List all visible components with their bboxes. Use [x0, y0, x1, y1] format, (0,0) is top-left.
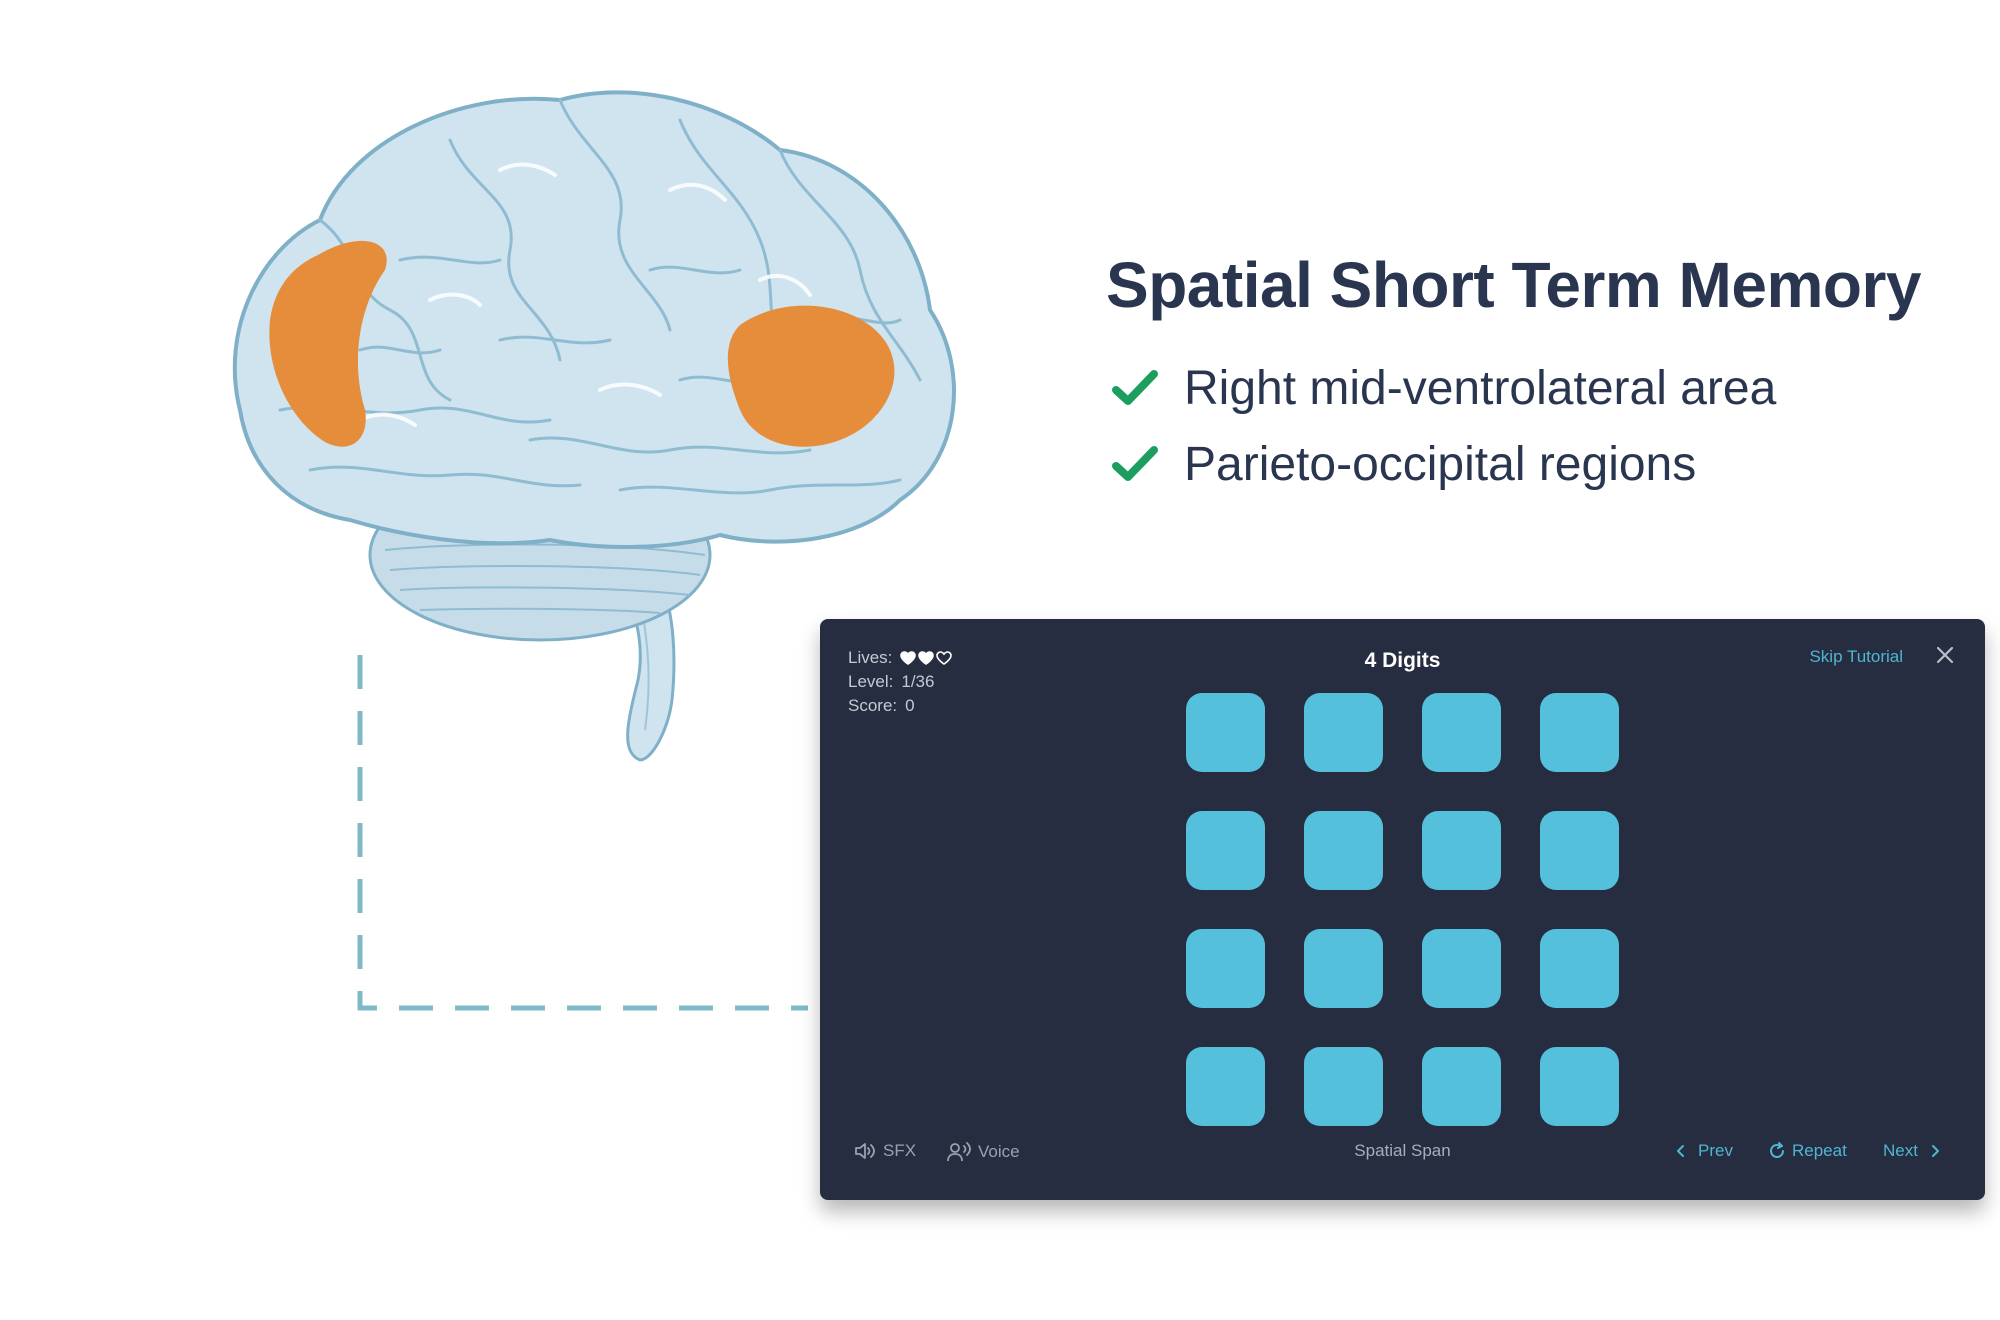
heart-filled-icon — [900, 651, 917, 665]
region-label: Right mid-ventrolateral area — [1184, 361, 1777, 415]
prev-label: Prev — [1698, 1141, 1733, 1160]
grid-tile[interactable] — [1186, 929, 1265, 1008]
voice-icon — [947, 1142, 971, 1162]
highlight-right-mid-ventrolateral — [269, 240, 387, 447]
region-list: Right mid-ventrolateral area Parieto-occ… — [1112, 350, 1921, 502]
grid-tile[interactable] — [1540, 811, 1619, 890]
game-stats: Lives: Level: 1/36 Score: 0 — [848, 646, 953, 718]
chevron-right-icon — [1931, 1145, 1939, 1157]
page-title: Spatial Short Term Memory — [1106, 249, 1921, 321]
grid-tile[interactable] — [1422, 811, 1501, 890]
heart-filled-icon — [918, 651, 935, 665]
info-section: Spatial Short Term Memory Right mid-vent… — [1106, 248, 1921, 502]
game-footer: SFX Voice Spatial Span Prev Repeat N — [820, 1139, 1985, 1169]
repeat-button[interactable]: Repeat — [1767, 1141, 1847, 1161]
level-label: Level: — [848, 672, 894, 691]
grid-tile[interactable] — [1422, 693, 1501, 772]
game-panel: Lives: Level: 1/36 Score: 0 4 Digits Ski… — [820, 619, 1985, 1200]
lives-row: Lives: — [848, 646, 953, 670]
sfx-label: SFX — [883, 1141, 917, 1160]
level-value: 1/36 — [901, 672, 935, 691]
grid-tile[interactable] — [1540, 1047, 1619, 1126]
voice-label: Voice — [978, 1142, 1020, 1161]
level-row: Level: 1/36 — [848, 670, 952, 694]
lives-hearts — [900, 651, 953, 665]
game-title: 4 Digits — [1364, 649, 1441, 672]
grid-tile[interactable] — [1540, 929, 1619, 1008]
next-button[interactable]: Next — [1883, 1141, 1942, 1161]
region-label: Parieto-occipital regions — [1184, 437, 1697, 491]
repeat-label: Repeat — [1792, 1141, 1847, 1160]
grid-tile[interactable] — [1422, 929, 1501, 1008]
next-label: Next — [1883, 1141, 1918, 1160]
heart-empty-icon — [936, 651, 953, 665]
grid-tile[interactable] — [1186, 693, 1265, 772]
grid-tile[interactable] — [1186, 1047, 1265, 1126]
score-value: 0 — [905, 696, 915, 715]
grid-tile[interactable] — [1540, 693, 1619, 772]
brain-illustration — [232, 90, 956, 762]
grid-tile[interactable] — [1186, 811, 1265, 890]
skip-tutorial-link[interactable]: Skip Tutorial — [1809, 647, 1903, 666]
lives-label: Lives: — [848, 648, 893, 667]
voice-toggle[interactable]: Voice — [946, 1141, 1020, 1163]
chevron-left-icon — [1677, 1145, 1684, 1157]
score-row: Score: 0 — [848, 694, 952, 718]
game-name-label: Spatial Span — [1354, 1141, 1451, 1160]
checkmark-icon — [1112, 446, 1158, 481]
checkmark-icon — [1112, 370, 1158, 405]
prev-button[interactable]: Prev — [1674, 1141, 1733, 1161]
tile-grid — [1186, 693, 1619, 1126]
score-label: Score: — [848, 696, 898, 715]
region-list-item: Right mid-ventrolateral area — [1112, 350, 1921, 426]
grid-tile[interactable] — [1422, 1047, 1501, 1126]
grid-tile[interactable] — [1304, 693, 1383, 772]
highlight-parieto-occipital — [727, 305, 895, 447]
grid-tile[interactable] — [1304, 811, 1383, 890]
grid-tile[interactable] — [1304, 929, 1383, 1008]
region-list-item: Parieto-occipital regions — [1112, 426, 1921, 502]
sfx-toggle[interactable]: SFX — [853, 1141, 916, 1161]
speaker-icon — [855, 1143, 875, 1159]
close-icon[interactable] — [1935, 645, 1955, 665]
grid-tile[interactable] — [1304, 1047, 1383, 1126]
repeat-icon — [1770, 1142, 1784, 1158]
